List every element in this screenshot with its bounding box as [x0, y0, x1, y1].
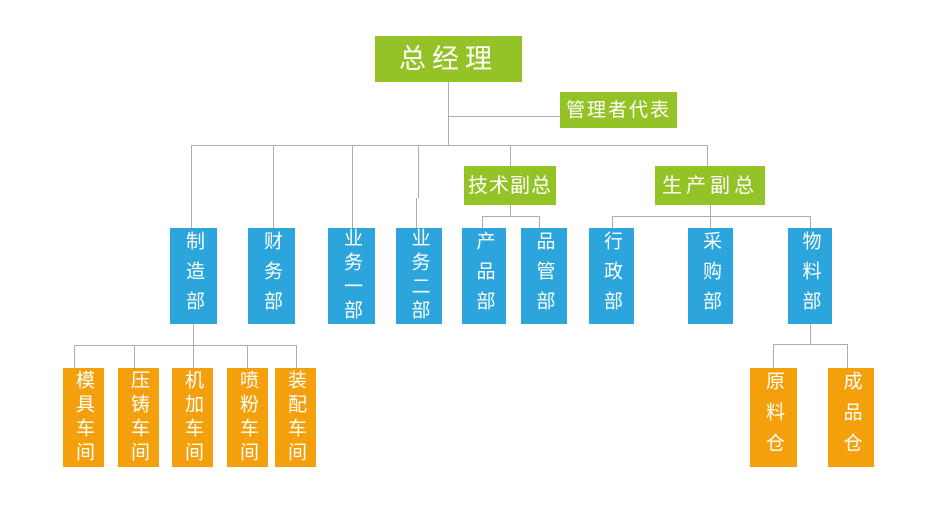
connector [773, 344, 774, 368]
node-workshop-assembly: 装配车间 [275, 368, 316, 467]
connector [247, 345, 248, 368]
connector [193, 324, 194, 368]
node-dept-quality: 品管部 [521, 228, 567, 324]
connector [612, 216, 810, 217]
connector [810, 216, 811, 228]
connector [482, 216, 539, 217]
node-dept-purchasing: 采购部 [688, 228, 733, 324]
node-label: 总经理 [399, 43, 498, 74]
node-management-representative: 管理者代表 [560, 92, 677, 128]
connector [710, 204, 711, 216]
connector [612, 216, 613, 228]
node-dept-product: 产品部 [462, 228, 506, 324]
connector [418, 145, 419, 198]
connector [416, 198, 417, 228]
connector [74, 345, 296, 346]
connector [510, 145, 511, 166]
node-label: 技术副总 [468, 174, 552, 197]
node-label: 业务二部 [408, 228, 430, 324]
node-label: 物料部 [799, 231, 821, 321]
connector [191, 145, 707, 146]
node-label: 原料仓 [763, 371, 784, 464]
node-label: 财务部 [261, 231, 282, 321]
connector [710, 216, 711, 228]
connector [448, 116, 560, 117]
connector [773, 344, 847, 345]
node-label: 采购部 [700, 231, 721, 321]
connector [191, 145, 192, 228]
connector [539, 216, 540, 228]
node-label: 模具车间 [73, 369, 94, 466]
node-production-vp: 生产副总 [655, 166, 765, 205]
connector [448, 82, 449, 145]
connector [296, 345, 297, 368]
node-label: 管理者代表 [565, 99, 671, 121]
node-label: 制造部 [183, 231, 204, 321]
node-dept-sales-2: 业务二部 [396, 228, 442, 324]
connector [482, 216, 483, 228]
connector [134, 345, 135, 368]
node-label: 压铸车间 [128, 369, 149, 466]
node-label: 装配车间 [285, 369, 306, 466]
node-label: 产品部 [473, 231, 495, 321]
node-dept-finance: 财务部 [248, 228, 295, 324]
connector [352, 145, 353, 228]
node-dept-sales-1: 业务一部 [328, 228, 375, 324]
node-workshop-die-casting: 压铸车间 [118, 368, 159, 467]
connector [74, 345, 75, 368]
connector [847, 344, 848, 368]
node-workshop-machining: 机加车间 [172, 368, 213, 467]
node-label: 品管部 [533, 231, 555, 321]
node-warehouse-raw-material: 原料仓 [750, 368, 797, 467]
node-label: 机加车间 [182, 369, 203, 466]
node-warehouse-finished-goods: 成品仓 [828, 368, 874, 467]
connector [810, 324, 811, 344]
connector [273, 145, 274, 228]
node-workshop-mold: 模具车间 [63, 368, 104, 467]
node-label: 生产副总 [662, 174, 758, 197]
node-label: 行政部 [601, 231, 622, 321]
connector [510, 204, 511, 216]
node-label: 业务一部 [341, 228, 362, 324]
node-technical-vp: 技术副总 [464, 166, 556, 205]
node-label: 喷粉车间 [237, 369, 258, 466]
node-general-manager: 总经理 [375, 36, 522, 82]
node-dept-manufacturing: 制造部 [170, 228, 217, 324]
node-dept-administration: 行政部 [589, 228, 634, 324]
node-workshop-powder-coating: 喷粉车间 [227, 368, 268, 467]
connector [707, 145, 708, 166]
node-dept-materials: 物料部 [788, 228, 832, 324]
node-label: 成品仓 [840, 371, 862, 464]
